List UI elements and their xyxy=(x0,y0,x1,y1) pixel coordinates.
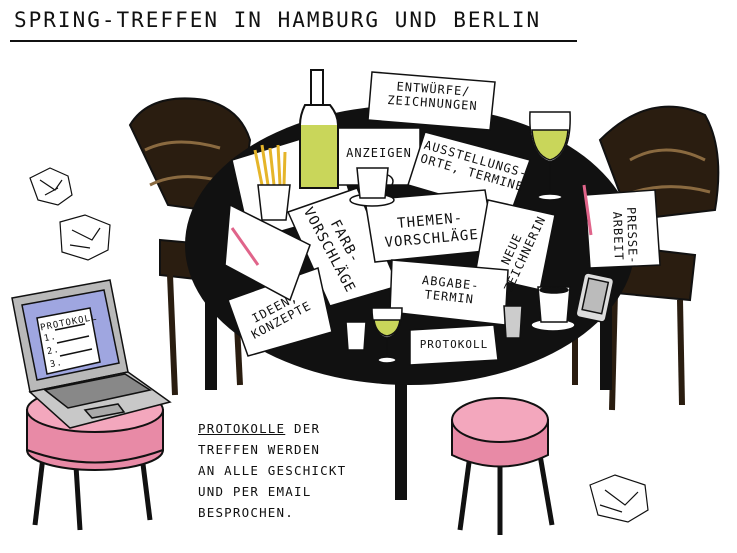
page-title: SPRING-TREFFEN IN HAMBURG UND BERLIN xyxy=(14,8,542,32)
note-protokoll: PROTOKOLL xyxy=(419,338,489,351)
wine-glass xyxy=(529,111,571,201)
title-underline xyxy=(10,40,577,42)
crumpled-paper xyxy=(29,167,649,523)
caption: PROTOKOLLE DER TREFFEN WERDEN AN ALLE GE… xyxy=(198,418,398,523)
phone-icon xyxy=(575,272,615,323)
note-anzeigen: ANZEIGEN xyxy=(346,146,412,160)
water-glass xyxy=(345,305,523,351)
right-stool xyxy=(451,397,555,535)
note-pressearbeit: PRESSE- ARBEIT xyxy=(610,206,640,265)
caption-highlight: PROTOKOLLE xyxy=(198,421,286,436)
small-wine-glass xyxy=(371,307,403,364)
coffee-cup xyxy=(349,167,395,207)
caption-line: UND PER EMAIL xyxy=(198,484,312,499)
caption-line: BESPROCHEN. xyxy=(198,505,294,520)
pencils xyxy=(230,184,593,266)
laptop xyxy=(11,279,172,429)
espresso-cup xyxy=(530,286,576,332)
fries-cup xyxy=(253,144,291,221)
caption-line: TREFFEN WERDEN xyxy=(198,442,321,457)
caption-line: DER xyxy=(285,421,321,436)
caption-line: AN ALLE GESCHICKT xyxy=(198,463,347,478)
wine-bottle xyxy=(299,69,339,189)
